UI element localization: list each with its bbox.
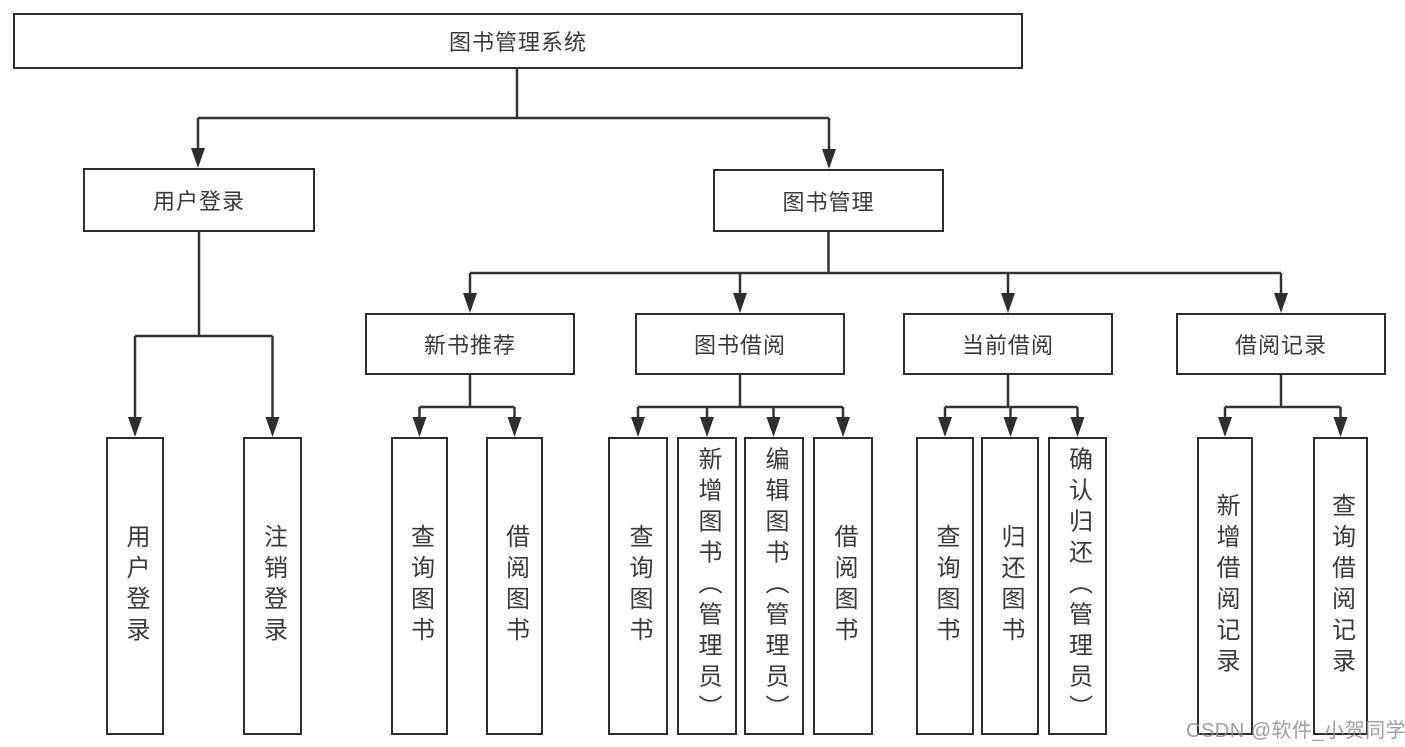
leaf-logout: 注销登录	[243, 437, 302, 735]
leaf-borrow-books-borrowing-label: 借阅图书	[830, 524, 857, 648]
leaf-borrow-books-recommend: 借阅图书	[486, 437, 543, 735]
csdn-watermark: CSDN @软件_小贺同学	[1186, 720, 1405, 742]
node-library-system: 图书管理系统	[13, 13, 1023, 69]
leaf-edit-book-admin-label: 编辑图书（管理员）	[761, 446, 788, 726]
leaf-query-books-borrowing-label: 查询图书	[625, 524, 652, 648]
leaf-return-books: 归还图书	[981, 437, 1039, 735]
leaf-edit-book-admin: 编辑图书（管理员）	[744, 437, 804, 735]
leaf-borrow-books-borrowing: 借阅图书	[813, 437, 873, 735]
node-current-borrowing: 当前借阅	[903, 313, 1113, 375]
leaf-confirm-return-admin: 确认归还（管理员）	[1048, 437, 1107, 735]
arrowheads	[128, 148, 1348, 437]
leaf-return-books-label: 归还图书	[997, 524, 1024, 648]
leaf-add-borrow-record-label: 新增借阅记录	[1212, 493, 1239, 679]
node-book-borrowing: 图书借阅	[635, 313, 845, 375]
node-book-management: 图书管理	[713, 169, 944, 232]
leaf-add-book-admin: 新增图书（管理员）	[677, 437, 737, 735]
leaf-query-books-current: 查询图书	[916, 437, 974, 735]
leaf-query-books-recommend: 查询图书	[391, 437, 448, 735]
leaf-query-books-borrowing: 查询图书	[608, 437, 668, 735]
leaf-logout-label: 注销登录	[259, 524, 287, 648]
leaf-add-book-admin-label: 新增图书（管理员）	[694, 446, 721, 726]
leaf-borrow-books-recommend-label: 借阅图书	[501, 524, 529, 648]
leaf-add-borrow-record: 新增借阅记录	[1197, 437, 1253, 735]
leaf-confirm-return-admin-label: 确认归还（管理员）	[1064, 446, 1092, 726]
leaf-query-books-recommend-label: 查询图书	[406, 524, 434, 648]
leaf-user-login: 用户登录	[106, 437, 164, 735]
leaf-query-borrow-record: 查询借阅记录	[1313, 437, 1368, 735]
node-borrowing-records: 借阅记录	[1176, 313, 1386, 375]
node-new-book-recommendation: 新书推荐	[365, 313, 575, 375]
leaf-query-borrow-record-label: 查询借阅记录	[1327, 493, 1355, 679]
leaf-query-books-current-label: 查询图书	[932, 524, 959, 648]
leaf-user-login-label: 用户登录	[122, 524, 149, 648]
node-user-login: 用户登录	[83, 168, 315, 232]
